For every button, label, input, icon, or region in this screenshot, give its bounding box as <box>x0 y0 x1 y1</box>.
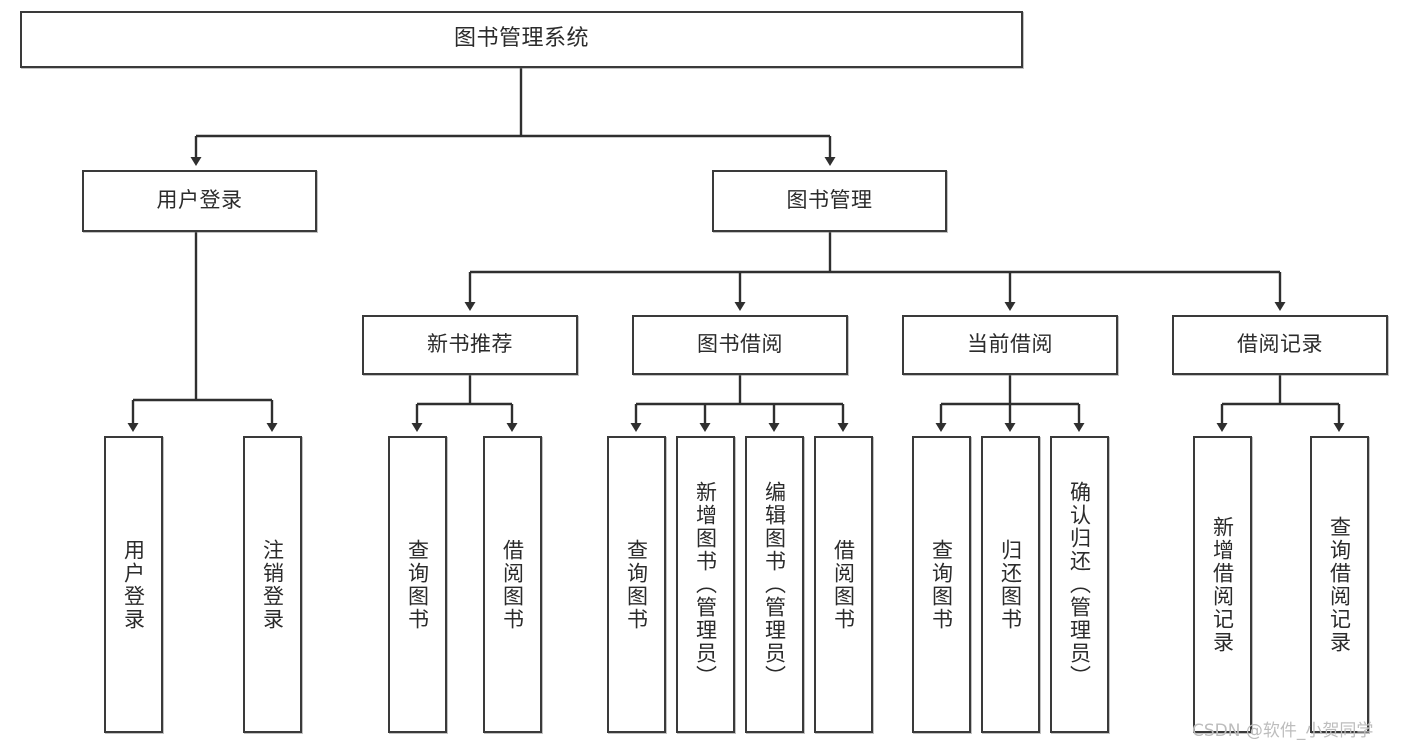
node-label: 新书推荐 <box>427 332 513 357</box>
leaf-confirm-return[interactable]: 确认归还（管理员） <box>1050 436 1109 733</box>
node-root-system[interactable]: 图书管理系统 <box>20 11 1023 68</box>
node-user-login[interactable]: 用户登录 <box>82 170 317 232</box>
node-label: 新增借阅记录 <box>1210 515 1235 654</box>
node-label: 查询图书 <box>405 538 430 631</box>
leaf-return-book[interactable]: 归还图书 <box>981 436 1040 733</box>
node-book-management[interactable]: 图书管理 <box>712 170 947 232</box>
node-book-borrow[interactable]: 图书借阅 <box>632 315 848 375</box>
node-label: 归还图书 <box>998 538 1023 631</box>
leaf-user-logout[interactable]: 注销登录 <box>243 436 302 733</box>
leaf-query-borrow-record[interactable]: 查询借阅记录 <box>1310 436 1369 733</box>
leaf-query-book-current[interactable]: 查询图书 <box>912 436 971 733</box>
node-label: 用户登录 <box>156 188 243 213</box>
node-label: 查询借阅记录 <box>1327 515 1352 654</box>
leaf-user-login[interactable]: 用户登录 <box>104 436 163 733</box>
node-label: 借阅记录 <box>1237 332 1323 357</box>
leaf-borrow-book-recommend[interactable]: 借阅图书 <box>483 436 542 733</box>
node-label: 查询图书 <box>624 538 649 631</box>
node-label: 当前借阅 <box>967 332 1053 357</box>
node-label: 图书借阅 <box>697 332 783 357</box>
node-current-borrow[interactable]: 当前借阅 <box>902 315 1118 375</box>
node-label: 编辑图书（管理员） <box>762 481 787 688</box>
leaf-add-book[interactable]: 新增图书（管理员） <box>676 436 735 733</box>
node-label: 图书管理 <box>786 188 873 213</box>
csdn-watermark: CSDN @软件_小贺同学 <box>1192 721 1374 741</box>
leaf-borrow-book[interactable]: 借阅图书 <box>814 436 873 733</box>
node-label: 借阅图书 <box>500 538 525 631</box>
node-label: 用户登录 <box>121 538 146 631</box>
node-label: 注销登录 <box>260 538 285 631</box>
leaf-query-book-borrow[interactable]: 查询图书 <box>607 436 666 733</box>
node-label: 确认归还（管理员） <box>1067 481 1092 688</box>
leaf-edit-book[interactable]: 编辑图书（管理员） <box>745 436 804 733</box>
node-borrow-record[interactable]: 借阅记录 <box>1172 315 1388 375</box>
node-label: 借阅图书 <box>831 538 856 631</box>
node-label: 查询图书 <box>929 538 954 631</box>
node-label: 图书管理系统 <box>453 26 589 52</box>
node-label: 新增图书（管理员） <box>693 481 718 688</box>
leaf-add-borrow-record[interactable]: 新增借阅记录 <box>1193 436 1252 733</box>
leaf-query-book-recommend[interactable]: 查询图书 <box>388 436 447 733</box>
node-new-book-recommend[interactable]: 新书推荐 <box>362 315 578 375</box>
